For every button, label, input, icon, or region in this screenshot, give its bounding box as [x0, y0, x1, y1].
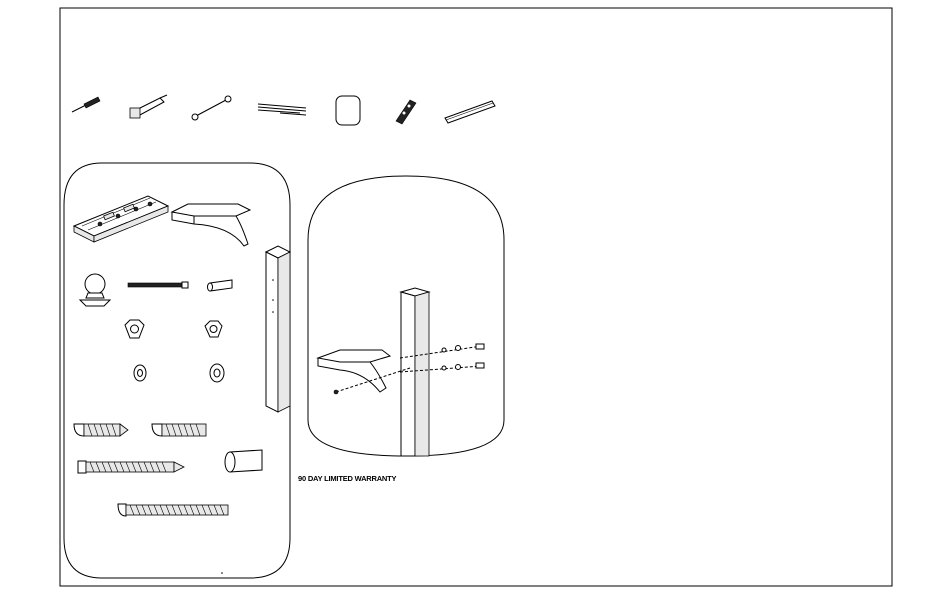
short-screw-2: [152, 424, 206, 436]
tools-row: [72, 95, 495, 125]
parts-panel: [64, 163, 290, 578]
step-1-panel: [308, 176, 504, 456]
bolt-set-lower: [442, 363, 484, 370]
power-drill-icon: [130, 95, 167, 118]
mounting-plate: [74, 196, 168, 242]
long-bolt: [128, 282, 188, 288]
post: [266, 246, 290, 412]
lag-screw: [78, 461, 184, 473]
drill-bits-icon: [258, 104, 306, 115]
bracket: [172, 204, 250, 246]
short-screw-1: [74, 424, 128, 436]
sheet-border: [60, 8, 892, 586]
carriage-bolt: [118, 504, 228, 516]
sandpaper-icon: [336, 96, 360, 125]
washer-large: [210, 364, 224, 382]
level-icon: [445, 101, 495, 123]
warranty-label: 90 DAY LIMITED WARRANTY: [298, 474, 396, 483]
pencil-icon: [396, 100, 416, 124]
anchor-sleeve: [225, 450, 262, 472]
bolt-set-upper: [442, 344, 484, 352]
spacer-tube: [208, 280, 233, 291]
hex-nut-large: [125, 320, 144, 338]
screwdriver-icon: [72, 97, 100, 112]
washer-small: [134, 365, 146, 381]
socket-wrench-icon: [192, 96, 231, 120]
hex-nut-small: [205, 321, 222, 337]
ball-cap: [80, 274, 110, 306]
